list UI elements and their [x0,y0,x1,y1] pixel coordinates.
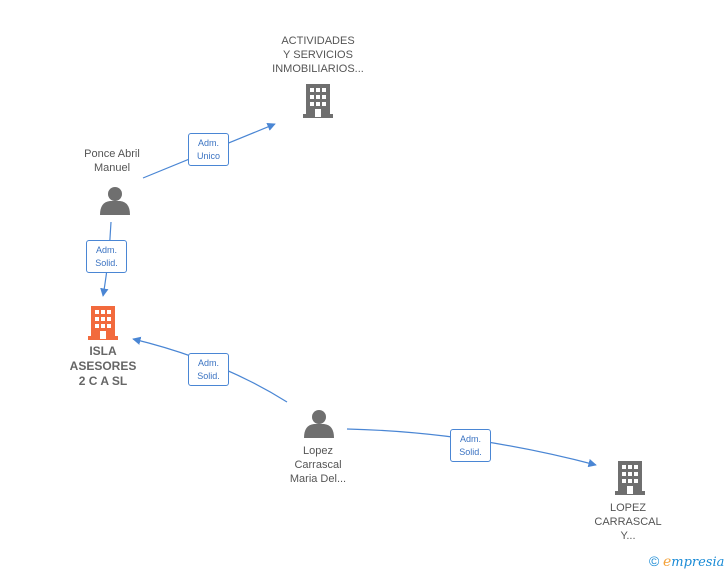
copyright-icon: © [649,553,660,569]
edge-tag-line: Adm. [95,245,117,255]
edge-tag-lopez-company[interactable]: Adm. Solid. [450,429,491,462]
edge-tag-ponce-isla[interactable]: Adm. Solid. [86,240,127,273]
node-label-lopez-person[interactable]: Lopez Carrascal Maria Del... [268,444,368,486]
label-line: Carrascal [294,459,342,471]
brand-logo[interactable]: © empresia [649,553,727,573]
label-line: Lopez [303,445,333,457]
label-line: Maria Del... [289,473,347,485]
label-line: 2 C A SL [78,374,128,388]
edge-tag-line: Solid. [459,447,482,457]
label-line: ASESORES [69,359,137,373]
node-label-actividades[interactable]: ACTIVIDADES Y SERVICIOS INMOBILIARIOS... [258,34,378,76]
node-label-lopez-company[interactable]: LOPEZ CARRASCAL Y... [578,501,678,543]
building-icon[interactable] [615,461,645,495]
brand-e-letter: e [662,554,672,570]
edge-tag-line: Adm. [459,434,481,444]
label-line: Y... [620,530,636,542]
label-line: Manuel [93,162,131,174]
node-label-ponce[interactable]: Ponce Abril Manuel [62,147,162,175]
label-line: Ponce Abril [84,148,140,160]
edge-tag-line: Solid. [197,371,220,381]
label-line: INMOBILIARIOS... [272,63,364,75]
edge-tag-ponce-actividades[interactable]: Adm. Unico [188,133,229,166]
label-line: Y SERVICIOS [283,49,353,61]
node-label-isla[interactable]: ISLA ASESORES 2 C A SL [53,344,153,389]
brand-name: mpresia [671,555,725,570]
person-icon[interactable] [304,410,334,438]
label-line: ACTIVIDADES [281,35,355,47]
person-icon[interactable] [100,187,130,215]
building-icon[interactable] [303,84,333,118]
edge-tag-line: Solid. [95,258,118,268]
label-line: ISLA [89,344,117,358]
edge-tag-line: Adm. [197,358,219,368]
edge-tag-line: Unico [196,151,220,161]
edge-tag-lopez-isla[interactable]: Adm. Solid. [188,353,229,386]
label-line: LOPEZ [609,502,647,514]
edge-tag-line: Adm. [197,138,219,148]
building-main-icon[interactable] [88,306,118,340]
label-line: CARRASCAL [594,516,662,528]
